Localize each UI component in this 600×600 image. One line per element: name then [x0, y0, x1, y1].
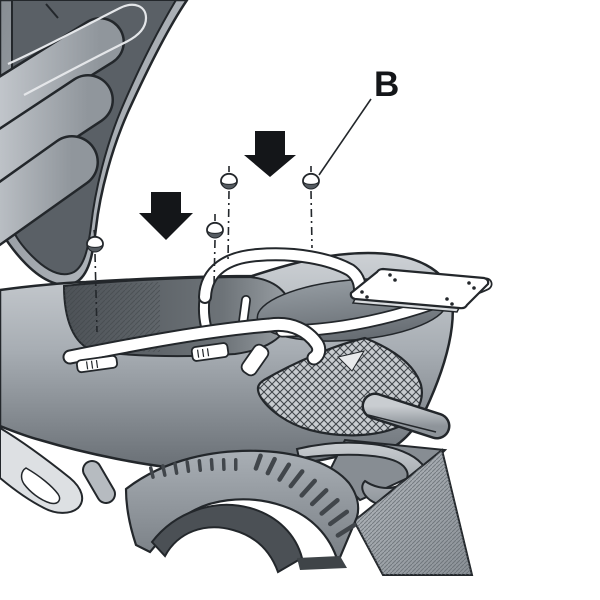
seat-bucket-hatch — [64, 282, 160, 352]
callout-leader-line — [318, 98, 372, 176]
seat-cushion-lobes — [0, 17, 125, 247]
screw-3 — [220, 172, 238, 190]
cushion-lobe-1 — [0, 19, 123, 131]
plate-face — [349, 267, 490, 310]
down-arrow-right — [244, 131, 296, 177]
left-bracket — [0, 426, 116, 514]
callout-label-b: B — [374, 65, 399, 104]
cushion-lobe-2 — [0, 76, 112, 187]
rail-mid-foot — [190, 342, 230, 362]
mudflap-hatch — [354, 450, 472, 575]
down-arrow-left — [139, 192, 193, 240]
grab-handle — [364, 395, 448, 437]
screw-4-group — [302, 166, 320, 249]
seat-crease — [45, 3, 59, 19]
luggage-rack — [62, 247, 493, 377]
mesh-notch — [337, 350, 366, 372]
screw-4 — [302, 172, 320, 190]
grab-handle-seam — [367, 414, 437, 433]
screw-1-group — [86, 229, 104, 333]
cushion-lobe-3 — [0, 137, 97, 244]
rail-rear-foot — [240, 343, 270, 377]
rear-lower-assembly — [295, 392, 474, 576]
screw-2 — [206, 221, 224, 239]
rail-front-foot — [75, 354, 119, 374]
screw-2-group — [206, 214, 224, 287]
mounting-plate — [349, 267, 490, 313]
seat-piping-line — [7, 3, 148, 96]
fender-vents-large — [253, 453, 357, 538]
bracket-peg — [84, 462, 114, 502]
fastener-set — [86, 166, 320, 333]
screw-3-group — [220, 166, 238, 263]
rear-fender — [124, 449, 360, 574]
bracket-notch — [20, 467, 61, 505]
fender-vents-small — [149, 458, 238, 479]
plate-holes — [360, 273, 476, 306]
fender-lower-trim — [297, 556, 347, 570]
screw-1 — [86, 235, 104, 253]
wheel-arch — [150, 503, 304, 574]
rack-side-rail — [64, 318, 325, 364]
rack-loop — [200, 249, 365, 302]
bracket-body — [0, 426, 84, 514]
raised-seat — [0, 0, 189, 286]
